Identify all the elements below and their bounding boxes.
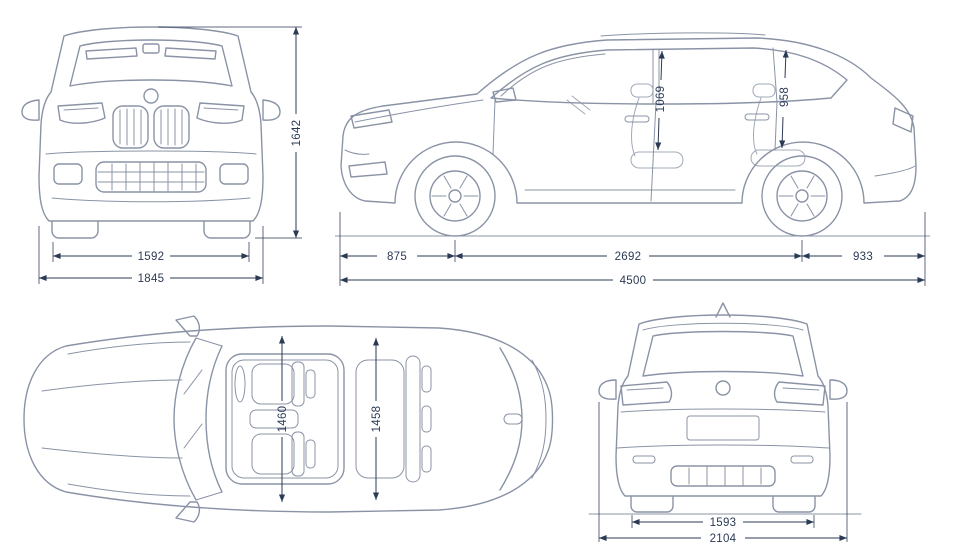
rear-interior-width-value: 1458	[371, 406, 383, 433]
rear-window	[642, 330, 804, 377]
sunroof	[225, 353, 345, 485]
rear-roundel-icon	[715, 380, 731, 396]
roof-spoiler-line	[642, 322, 804, 331]
dim-length-chain: 875 2692 933	[339, 212, 926, 286]
center-console	[249, 409, 299, 429]
rearview-mirror	[142, 43, 160, 54]
side-mirror	[492, 87, 517, 103]
steering-wheel	[566, 95, 591, 115]
roof-rail	[600, 32, 766, 37]
front-view: 1592 1845 1642	[6, 4, 310, 292]
hood-lines	[41, 341, 191, 497]
front-lower-bumper-line	[51, 197, 251, 203]
front-mirrors	[21, 99, 281, 121]
license-plate-area	[686, 415, 760, 441]
side-rear-details	[874, 107, 916, 177]
side-front-wheel	[414, 155, 496, 237]
side-body-outline	[340, 37, 917, 204]
front-track-width-value: 1592	[138, 251, 165, 263]
rear-overhang-value: 933	[853, 251, 873, 263]
front-headlights	[57, 102, 245, 124]
dim-overall-height: 1642	[158, 26, 303, 239]
antenna-fin	[715, 302, 731, 318]
dim-front-overall-width: 1845	[38, 226, 264, 285]
sun-visor-left	[85, 47, 138, 60]
front-overall-width-value: 1845	[138, 273, 165, 285]
top-seats	[234, 355, 432, 483]
overall-height-value: 1642	[291, 120, 303, 147]
front-body-outline	[38, 26, 264, 222]
rear-overall-width-value: 2104	[710, 533, 737, 545]
kidney-grille	[112, 105, 190, 149]
top-steering-wheel	[234, 365, 246, 403]
rear-glass-lines	[499, 347, 547, 491]
top-body-outline	[23, 325, 554, 513]
front-interior-height-value: 1069	[655, 86, 667, 113]
front-bumper-line	[45, 150, 257, 155]
door-handle-rear	[744, 113, 770, 121]
sun-visor-right	[164, 47, 217, 60]
side-taillight	[892, 107, 914, 133]
wipers	[183, 369, 203, 449]
top-antenna	[503, 413, 523, 425]
rear-bumper	[632, 455, 814, 487]
dim-rear-overall-width: 2104	[598, 402, 848, 545]
rear-body-outline	[615, 314, 831, 497]
top-mirrors	[175, 315, 201, 523]
rear-interior-height-value: 958	[779, 87, 791, 107]
rear-mirrors	[598, 379, 848, 400]
side-rear-wheel	[761, 155, 843, 237]
rear-track-width-value: 1593	[710, 517, 737, 529]
top-view: 1460 1458	[4, 296, 569, 544]
dim-front-interior-height: 1069	[655, 50, 667, 151]
front-windshield	[69, 39, 233, 87]
wheelbase-value: 2692	[615, 251, 642, 263]
side-front-details	[344, 99, 484, 178]
dim-rear-track-width: 1593	[631, 515, 815, 529]
dim-rear-interior-height: 958	[779, 49, 791, 149]
door-handle-front	[624, 115, 650, 123]
interior-seats	[566, 83, 806, 169]
overall-length-value: 4500	[620, 275, 647, 287]
dim-front-track-width: 1592	[52, 242, 250, 263]
brand-roundel-icon	[143, 88, 159, 104]
dim-rear-interior-width: 1458	[371, 337, 383, 501]
front-lower-intake	[53, 161, 249, 193]
front-interior-width-value: 1460	[277, 406, 289, 433]
taillights	[620, 381, 826, 406]
tailgate-lines	[616, 408, 830, 449]
side-view: 1069 958 875 2692 933	[315, 4, 960, 292]
side-glasshouse	[490, 47, 848, 105]
side-headlight	[350, 109, 393, 129]
dim-front-interior-width: 1460	[277, 335, 289, 503]
top-windshield	[173, 337, 223, 501]
dim-overall-length: 4500	[339, 275, 926, 287]
side-door-lines	[492, 99, 778, 202]
rear-view: 1593 2104	[575, 288, 875, 545]
front-overhang-value: 875	[387, 251, 407, 263]
